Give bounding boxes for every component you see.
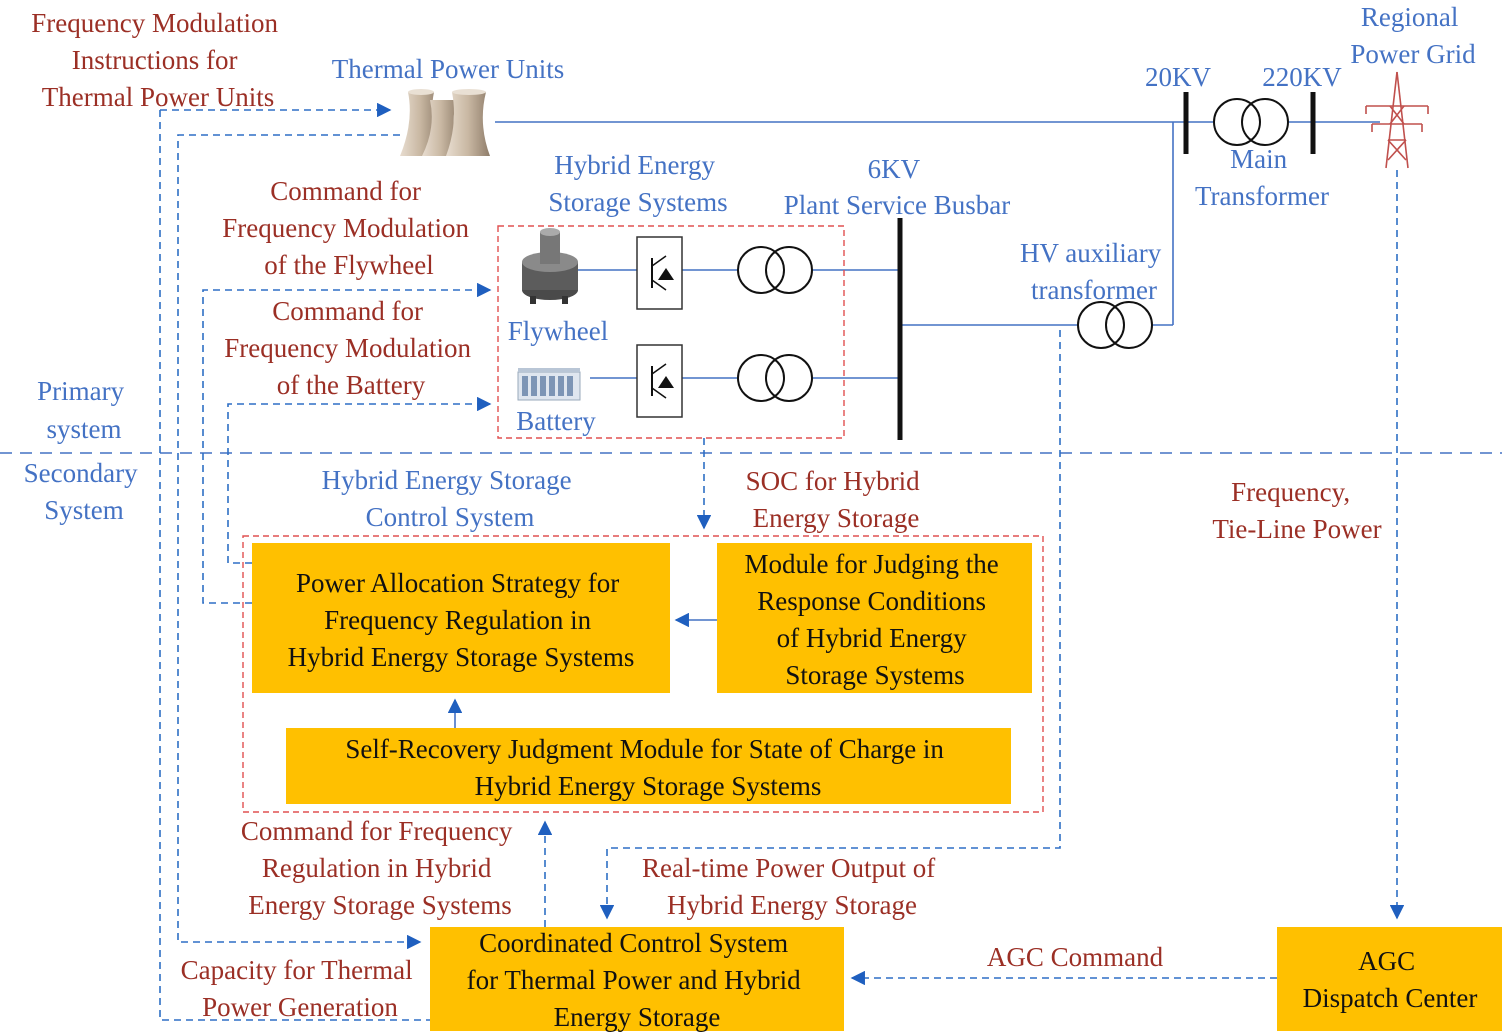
main-transformer-label: Main Transformer bbox=[1195, 144, 1329, 211]
self-recovery-box bbox=[286, 728, 1011, 804]
transmission-tower-icon bbox=[1365, 71, 1429, 169]
secondary-system-label: Secondary System bbox=[24, 458, 145, 525]
thermal-units-label: Thermal Power Units bbox=[332, 54, 564, 84]
flywheel-icon bbox=[522, 228, 578, 304]
judging-module-box bbox=[717, 543, 1032, 693]
battery-command-label: Command for Frequency Modulation of the … bbox=[224, 296, 477, 400]
hv-auxiliary-label: HV auxiliary transformer bbox=[1020, 238, 1168, 305]
main-transformer-icon bbox=[1213, 98, 1289, 146]
agc-dispatch-center-text: AGC Dispatch Center bbox=[1303, 946, 1478, 1013]
hess-command-label: Command for Frequency Regulation in Hybr… bbox=[241, 816, 519, 920]
hess-control-label: Hybrid Energy Storage Control System bbox=[322, 465, 579, 532]
primary-system-label: Primary system bbox=[37, 376, 131, 444]
cooling-towers-icon bbox=[400, 89, 490, 156]
primary-power-lines bbox=[495, 121, 1380, 379]
battery-icon bbox=[517, 368, 581, 401]
flywheel-command-label: Command for Frequency Modulation of the … bbox=[222, 176, 475, 280]
coordinated-control-box bbox=[430, 927, 844, 1031]
flywheel-transformer-icon bbox=[737, 246, 813, 294]
regional-grid-label: Regional Power Grid bbox=[1350, 2, 1476, 69]
flywheel-converter-icon bbox=[636, 236, 683, 310]
battery-transformer-icon bbox=[737, 354, 813, 402]
hess-label: Hybrid Energy Storage Systems bbox=[548, 150, 727, 217]
hv-auxiliary-transformer-icon bbox=[1077, 301, 1153, 349]
judging-module-text: Module for Judging the Response Conditio… bbox=[745, 549, 1006, 690]
plant-busbar-label: 6KV Plant Service Busbar bbox=[784, 154, 1010, 220]
fm-instructions-label: Frequency Modulation Instructions for Th… bbox=[31, 8, 284, 112]
coordinated-control-text: Coordinated Control System for Thermal P… bbox=[467, 928, 808, 1032]
agc-command-label: AGC Command bbox=[987, 942, 1164, 972]
power-allocation-text: Power Allocation Strategy for Frequency … bbox=[288, 568, 635, 672]
self-recovery-text: Self-Recovery Judgment Module for State … bbox=[345, 734, 950, 801]
flywheel-label: Flywheel bbox=[508, 316, 609, 346]
battery-converter-icon bbox=[636, 344, 683, 418]
battery-label: Battery bbox=[516, 406, 596, 436]
agc-dispatch-center-box bbox=[1277, 927, 1502, 1031]
hess-control-group-border bbox=[242, 535, 1044, 813]
power-allocation-box bbox=[252, 543, 670, 693]
hess-group-border bbox=[497, 225, 845, 439]
voltage-20kv-label: 20KV bbox=[1145, 62, 1211, 92]
voltage-220kv-label: 220KV bbox=[1262, 62, 1342, 92]
realtime-output-label: Real-time Power Output of Hybrid Energy … bbox=[642, 853, 942, 920]
frequency-tieline-label: Frequency, Tie-Line Power bbox=[1212, 477, 1381, 544]
soc-label: SOC for Hybrid Energy Storage bbox=[746, 466, 927, 533]
signal-lines bbox=[159, 102, 1405, 1021]
capacity-label: Capacity for Thermal Power Generation bbox=[181, 955, 420, 1022]
